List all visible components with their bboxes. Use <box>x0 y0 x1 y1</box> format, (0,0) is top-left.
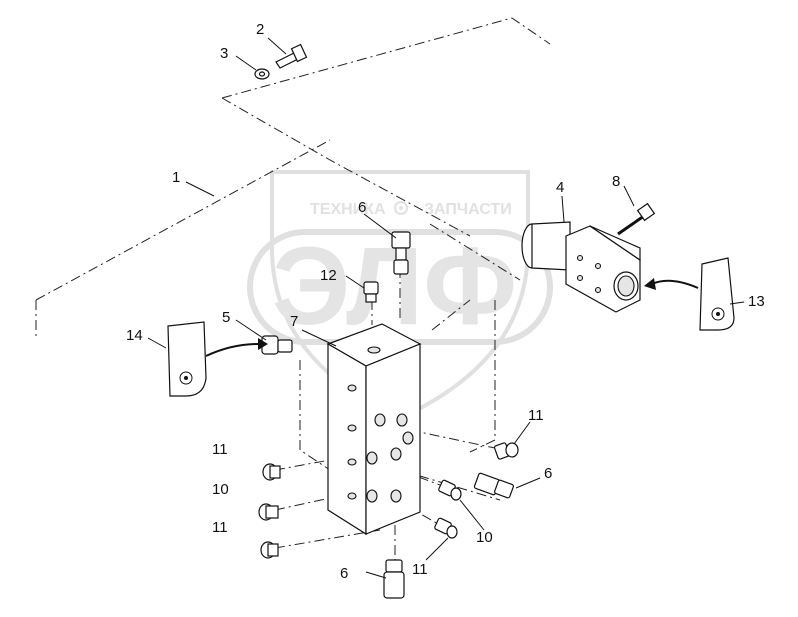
callout-11-left-top: 11 <box>212 441 228 458</box>
fitting-part-10-left <box>258 503 279 521</box>
callout-6-top: 6 <box>358 199 366 216</box>
leader-lines <box>147 37 745 579</box>
washer-part-3 <box>254 68 270 80</box>
fitting-part-11-right-top <box>493 442 519 460</box>
fitting-part-11-left-bottom <box>260 541 279 559</box>
arrow-icon-right <box>644 278 699 290</box>
arrow-icon-left <box>205 338 268 357</box>
fitting-part-6-top <box>391 231 411 275</box>
callout-13: 13 <box>748 293 765 310</box>
callout-7: 7 <box>290 313 298 330</box>
valve-block-part-7 <box>326 323 422 536</box>
callout-4: 4 <box>556 179 564 196</box>
label-tag-part-14 <box>167 321 207 397</box>
fitting-part-10-right <box>438 479 462 501</box>
fitting-part-11-right-bottom <box>434 517 458 539</box>
callout-11-left-bottom: 11 <box>212 519 228 536</box>
callout-12: 12 <box>320 267 337 284</box>
callout-1: 1 <box>172 169 180 186</box>
screw-part-8 <box>617 202 656 236</box>
callout-2: 2 <box>256 21 264 38</box>
callout-10-left: 10 <box>212 481 229 498</box>
callout-labels: 1 2 3 4 5 6 6 6 7 8 10 10 11 11 11 11 12… <box>126 21 765 582</box>
gear-icon <box>394 201 408 215</box>
callout-10-right: 10 <box>476 529 493 546</box>
callout-11-right-bottom: 11 <box>412 561 428 578</box>
callout-6-bottom: 6 <box>340 565 348 582</box>
callout-11-right-top: 11 <box>528 407 544 424</box>
bolt-part-2 <box>275 43 308 69</box>
callout-8: 8 <box>612 173 620 190</box>
callout-6-right: 6 <box>544 465 552 482</box>
fitting-part-6-right <box>473 472 514 499</box>
watermark-right-text: ЗАПЧАСТИ <box>424 201 512 218</box>
fitting-part-6-bottom <box>383 559 405 599</box>
callout-5: 5 <box>222 309 230 326</box>
fitting-part-5 <box>261 335 293 355</box>
solenoid-valve-part-4 <box>521 221 641 313</box>
fitting-part-11-left-top <box>262 463 281 481</box>
watermark-left-text: ТЕХНИКА <box>310 201 386 218</box>
callout-14: 14 <box>126 327 143 344</box>
label-tag-part-13 <box>699 257 735 331</box>
plug-part-12 <box>363 281 379 303</box>
callout-3: 3 <box>220 45 228 62</box>
